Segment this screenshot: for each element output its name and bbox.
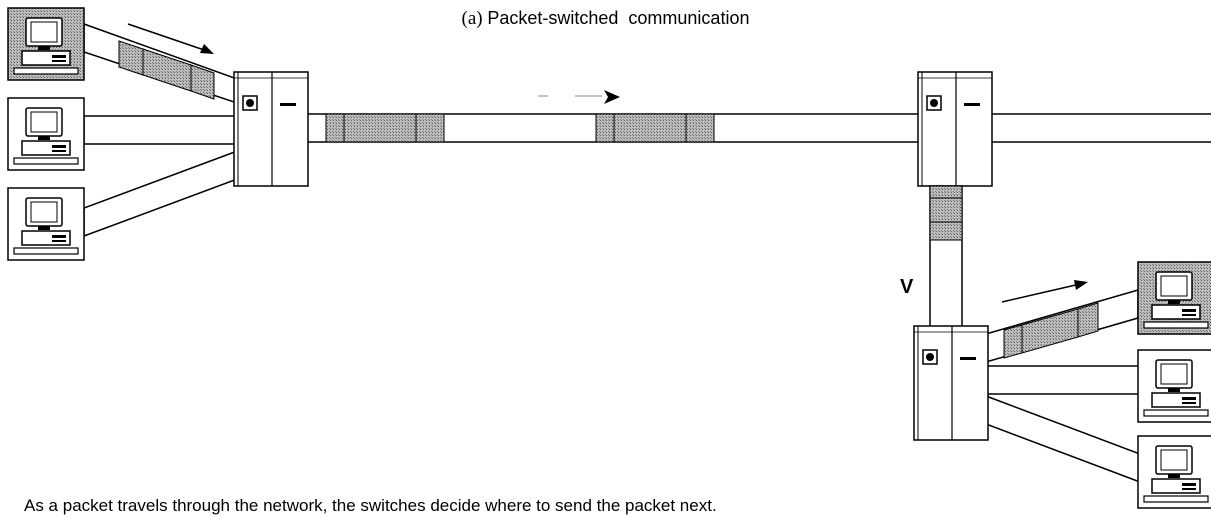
link-switch3-host6 bbox=[985, 394, 1141, 484]
arrow-icon-trunk bbox=[538, 90, 620, 104]
host-4-computer-icon bbox=[1137, 261, 1211, 335]
link-host2-switch1 bbox=[83, 115, 237, 145]
diagram-title: (a) Packet-switched communication bbox=[0, 8, 1211, 30]
host-5-computer-icon bbox=[1137, 349, 1211, 423]
caption-text: As a packet travels through the network,… bbox=[24, 496, 717, 515]
title-label: (a) bbox=[461, 8, 483, 29]
switch-2-switch-icon bbox=[917, 71, 993, 187]
arrow-icon-host1 bbox=[127, 23, 214, 54]
link-host3-switch1 bbox=[83, 148, 241, 238]
vertical-link bbox=[929, 185, 963, 329]
host-2-computer-icon bbox=[7, 97, 85, 171]
vertical-marker-label: V bbox=[900, 276, 914, 298]
link-switch3-host4 bbox=[985, 289, 1139, 363]
link-switch3-host5 bbox=[985, 365, 1141, 395]
title-text: Packet-switched communication bbox=[487, 8, 750, 28]
host-3-computer-icon bbox=[7, 187, 85, 261]
trunk-link-right bbox=[989, 113, 1211, 143]
host-1-computer-icon bbox=[7, 7, 85, 81]
host-6-computer-icon bbox=[1137, 435, 1211, 509]
arrow-icon-host4 bbox=[1001, 280, 1088, 303]
switch-3-switch-icon bbox=[913, 325, 989, 441]
switch-1-switch-icon bbox=[233, 71, 309, 187]
trunk-link bbox=[305, 113, 927, 143]
